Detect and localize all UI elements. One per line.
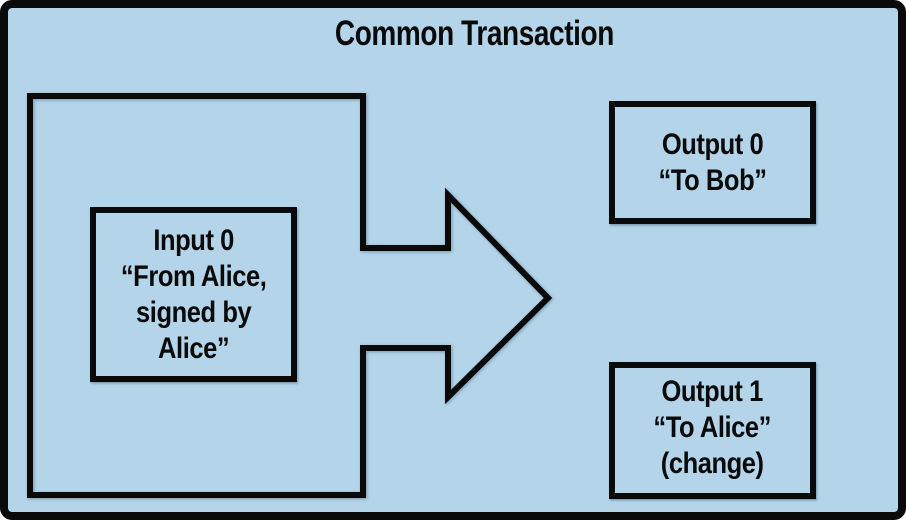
output-1-line-2: “To Alice” bbox=[653, 410, 772, 444]
output-1-label: Output 1 “To Alice” (change) bbox=[654, 374, 772, 482]
output-0-line-2: “To Bob” bbox=[658, 163, 767, 197]
input-0-line-1: Input 0 bbox=[153, 223, 234, 257]
output-0-label: Output 0 “To Bob” bbox=[658, 127, 766, 199]
input-0-box: Input 0 “From Alice, signed by Alice” bbox=[90, 207, 297, 382]
diagram-title-text: Common Transaction bbox=[334, 14, 614, 53]
output-1-line-3: (change) bbox=[661, 446, 764, 480]
output-0-box: Output 0 “To Bob” bbox=[609, 101, 816, 224]
output-1-box: Output 1 “To Alice” (change) bbox=[609, 362, 816, 499]
output-1-line-1: Output 1 bbox=[661, 374, 764, 408]
input-0-line-2: “From Alice, bbox=[120, 259, 267, 293]
input-0-line-4: Alice” bbox=[157, 331, 230, 365]
output-0-line-1: Output 0 bbox=[661, 127, 764, 161]
input-0-line-3: signed by bbox=[135, 295, 252, 329]
diagram-title: Common Transaction bbox=[8, 14, 898, 54]
input-0-label: Input 0 “From Alice, signed by Alice” bbox=[121, 223, 267, 367]
